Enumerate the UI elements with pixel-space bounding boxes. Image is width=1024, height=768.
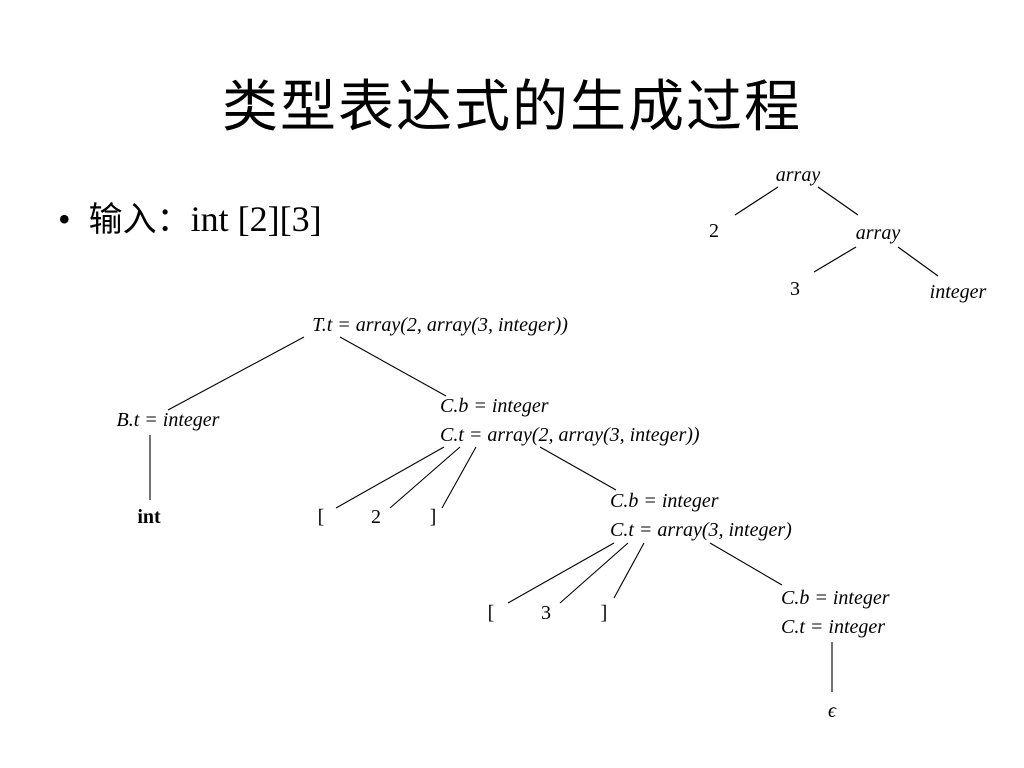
parse-edge xyxy=(441,446,477,509)
parse-c2-num: 3 xyxy=(541,602,551,624)
type-tree-labels: array 2 array 3 integer xyxy=(709,164,987,303)
parse-edge xyxy=(335,446,445,509)
type-tree-right-left: 3 xyxy=(790,278,800,300)
parse-tree-edges xyxy=(149,336,833,692)
parse-b-node: B.t = integer xyxy=(117,409,220,431)
input-code: int [2][3] xyxy=(190,199,322,239)
type-tree-edge xyxy=(734,186,779,216)
parse-c3-line1: C.b = integer xyxy=(781,587,890,609)
type-tree-left: 2 xyxy=(709,220,719,242)
parse-int-leaf: int xyxy=(137,506,161,528)
type-tree-right-right: integer xyxy=(930,281,987,303)
parse-edge xyxy=(709,542,783,586)
type-tree xyxy=(734,186,939,277)
parse-edge xyxy=(389,446,461,509)
bullet-dot: • xyxy=(58,199,71,239)
type-tree-root: array xyxy=(776,164,821,186)
parse-c1-rbracket: ] xyxy=(430,506,437,528)
slide-title: 类型表达式的生成过程 xyxy=(222,75,802,140)
parse-edge xyxy=(539,446,617,491)
input-bullet: • 输入：int [2][3] xyxy=(58,192,322,241)
parse-c1-line2: C.t = array(2, array(3, integer)) xyxy=(440,424,700,446)
type-tree-edge xyxy=(813,246,857,273)
parse-c1-num: 2 xyxy=(371,506,381,528)
parse-edge xyxy=(507,542,615,604)
parse-c1-lbracket: [ xyxy=(318,506,325,528)
type-tree-edge xyxy=(897,246,939,277)
parse-c2-line1: C.b = integer xyxy=(610,490,719,512)
parse-c2-lbracket: [ xyxy=(488,602,495,624)
parse-edge xyxy=(613,542,645,599)
parse-edge xyxy=(559,542,629,604)
parse-c1-line1: C.b = integer xyxy=(440,395,549,417)
parse-edge xyxy=(167,336,305,411)
parse-edge xyxy=(339,336,447,397)
type-tree-edge xyxy=(817,186,859,216)
parse-root-node: T.t = array(2, array(3, integer)) xyxy=(312,314,568,336)
type-tree-right: array xyxy=(856,222,901,244)
parse-c3-line2: C.t = integer xyxy=(781,616,885,638)
parse-epsilon: ϵ xyxy=(828,700,837,722)
input-label: 输入： xyxy=(88,200,191,240)
parse-c2-rbracket: ] xyxy=(601,602,608,624)
parse-tree-labels: T.t = array(2, array(3, integer)) B.t = … xyxy=(117,314,890,722)
parse-c2-line2: C.t = array(3, integer) xyxy=(610,519,792,541)
